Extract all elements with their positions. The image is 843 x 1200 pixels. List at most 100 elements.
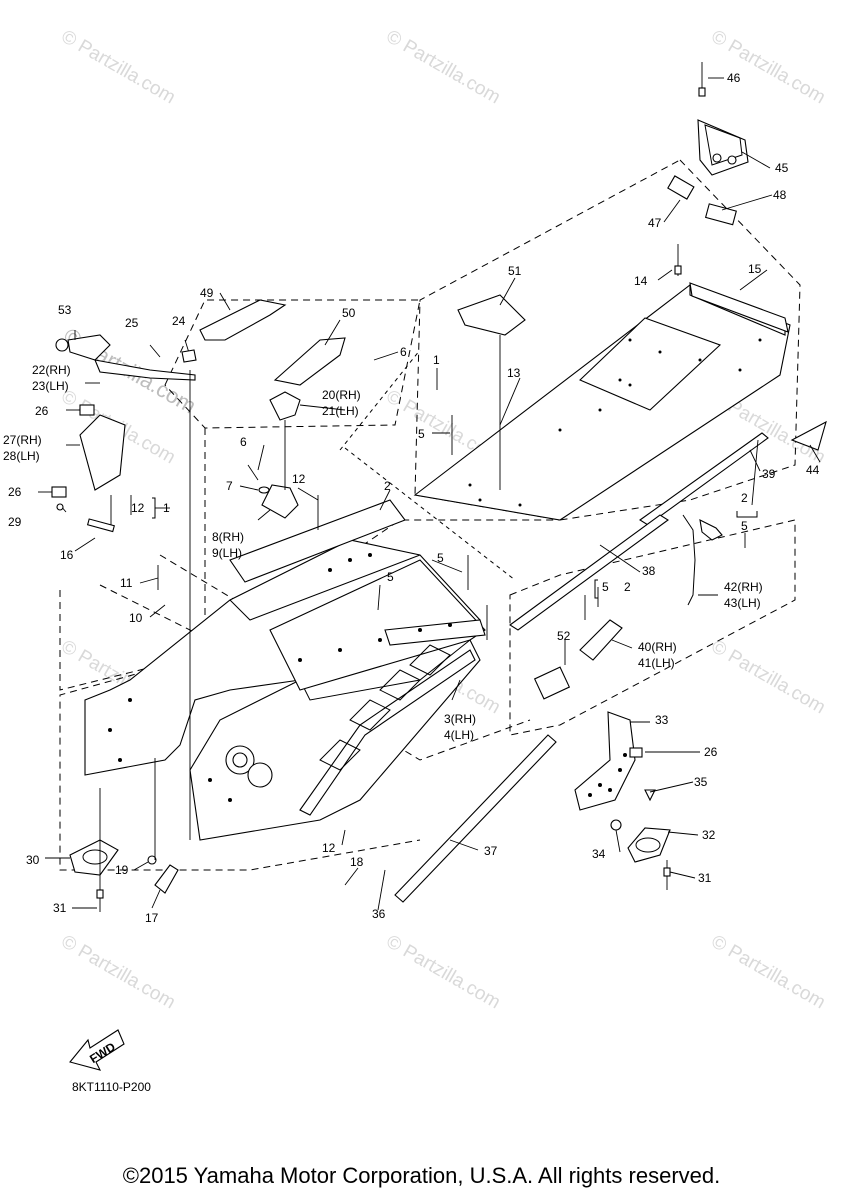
callout-40: 40(RH) xyxy=(638,640,677,654)
cap-20 xyxy=(269,391,301,421)
bar-37 xyxy=(394,734,557,903)
strap-16 xyxy=(86,518,115,533)
watermark: © Partzilla.com xyxy=(708,636,829,718)
leader-lines xyxy=(38,77,821,911)
callout-46: 46 xyxy=(727,71,741,85)
bracket-27 xyxy=(79,414,126,491)
callout-43: 43(LH) xyxy=(724,596,761,610)
callout-14: 14 xyxy=(634,274,648,288)
callout-28: 28(LH) xyxy=(3,449,40,463)
plate-22 xyxy=(94,359,196,381)
callout-42: 42(RH) xyxy=(724,580,763,594)
callout-5d: 5 xyxy=(602,580,609,594)
grommet-7 xyxy=(258,486,270,494)
callout-20: 20(RH) xyxy=(322,388,361,402)
callout-21: 21(LH) xyxy=(322,404,359,418)
callout-27: 27(RH) xyxy=(3,433,42,447)
nut-24 xyxy=(181,349,197,363)
watermark: © Partzilla.com xyxy=(383,26,504,108)
footrest-32 xyxy=(627,827,671,863)
callout-5c: 5 xyxy=(437,551,444,565)
callout-25: 25 xyxy=(125,316,139,330)
bolt-19 xyxy=(147,855,157,865)
watermark: © Partzilla.com xyxy=(58,26,179,108)
diagram-code: 8KT1110-P200 xyxy=(72,1080,151,1094)
callout-12c: 12 xyxy=(322,841,336,855)
callout-26c: 26 xyxy=(704,745,718,759)
callout-32: 32 xyxy=(702,828,716,842)
callout-26b: 26 xyxy=(8,485,22,499)
callout-48: 48 xyxy=(773,188,787,202)
callout-2c: 2 xyxy=(741,491,748,505)
callout-53: 53 xyxy=(58,303,72,317)
callout-22: 22(RH) xyxy=(32,363,71,377)
clip-26-upper xyxy=(79,404,95,416)
pad-50 xyxy=(273,337,346,386)
callout-35: 35 xyxy=(694,775,708,789)
callout-51: 51 xyxy=(508,264,522,278)
callout-30: 30 xyxy=(26,853,40,867)
callout-26a: 26 xyxy=(35,404,49,418)
callout-38: 38 xyxy=(642,564,656,578)
callout-16: 16 xyxy=(60,548,74,562)
callout-36: 36 xyxy=(372,907,386,921)
callout-13: 13 xyxy=(507,366,521,380)
callout-1b: 1 xyxy=(163,501,170,515)
plate-17 xyxy=(154,864,179,894)
callout-2a: 2 xyxy=(384,479,391,493)
callout-52: 52 xyxy=(557,629,571,643)
callout-5a: 5 xyxy=(418,427,425,441)
pad-48 xyxy=(704,203,737,226)
bolt-29 xyxy=(56,503,64,511)
callout-3: 3(RH) xyxy=(444,712,476,726)
fwd-arrow-icon: FWD xyxy=(69,1029,125,1071)
callout-23: 23(LH) xyxy=(32,379,69,393)
callout-45: 45 xyxy=(775,161,789,175)
callout-11: 11 xyxy=(120,576,133,590)
clip-52 xyxy=(533,666,571,700)
callout-50: 50 xyxy=(342,306,356,320)
callout-6a: 6 xyxy=(400,345,407,359)
callout-24: 24 xyxy=(172,314,186,328)
bolt-14 xyxy=(674,265,682,275)
callouts: 46 45 47 48 14 15 51 49 50 6 1 13 5 53 2… xyxy=(3,71,820,925)
watermark: © Partzilla.com xyxy=(708,931,829,1013)
callout-18: 18 xyxy=(350,855,364,869)
bolt-31-left xyxy=(96,889,104,899)
assembly-outlines xyxy=(59,159,801,871)
callout-33: 33 xyxy=(655,713,669,727)
callout-29: 29 xyxy=(8,515,22,529)
callout-12a: 12 xyxy=(292,472,306,486)
callout-7: 7 xyxy=(226,479,233,493)
callout-10: 10 xyxy=(129,611,143,625)
bolt-35 xyxy=(644,789,656,802)
plate-33 xyxy=(574,711,636,811)
callout-44: 44 xyxy=(806,463,820,477)
callout-41: 41(LH) xyxy=(638,656,675,670)
flap-45 xyxy=(697,119,749,176)
clip-26-right xyxy=(629,747,643,758)
callout-19: 19 xyxy=(115,863,129,877)
reflector-44 xyxy=(790,420,827,451)
watermark: © Partzilla.com xyxy=(708,26,829,108)
callout-9: 9(LH) xyxy=(212,546,242,560)
pad-47 xyxy=(667,175,695,200)
callout-37: 37 xyxy=(484,844,498,858)
guard-40 xyxy=(579,619,623,661)
bolt-46 xyxy=(698,62,706,97)
copyright-notice: ©2015 Yamaha Motor Corporation, U.S.A. A… xyxy=(122,1163,721,1188)
callout-brackets xyxy=(152,497,758,599)
boot-8 xyxy=(261,484,299,519)
clip-26-lower xyxy=(51,486,67,498)
bolt-31-right xyxy=(663,867,671,877)
callout-6b: 6 xyxy=(240,435,247,449)
callout-12b: 12 xyxy=(131,501,145,515)
callout-4: 4(LH) xyxy=(444,728,474,742)
callout-49: 49 xyxy=(200,286,214,300)
callout-5e: 5 xyxy=(741,519,748,533)
callout-34: 34 xyxy=(592,847,606,861)
step-53 xyxy=(55,334,111,361)
bracket-42 xyxy=(682,514,696,606)
callout-17: 17 xyxy=(145,911,159,925)
